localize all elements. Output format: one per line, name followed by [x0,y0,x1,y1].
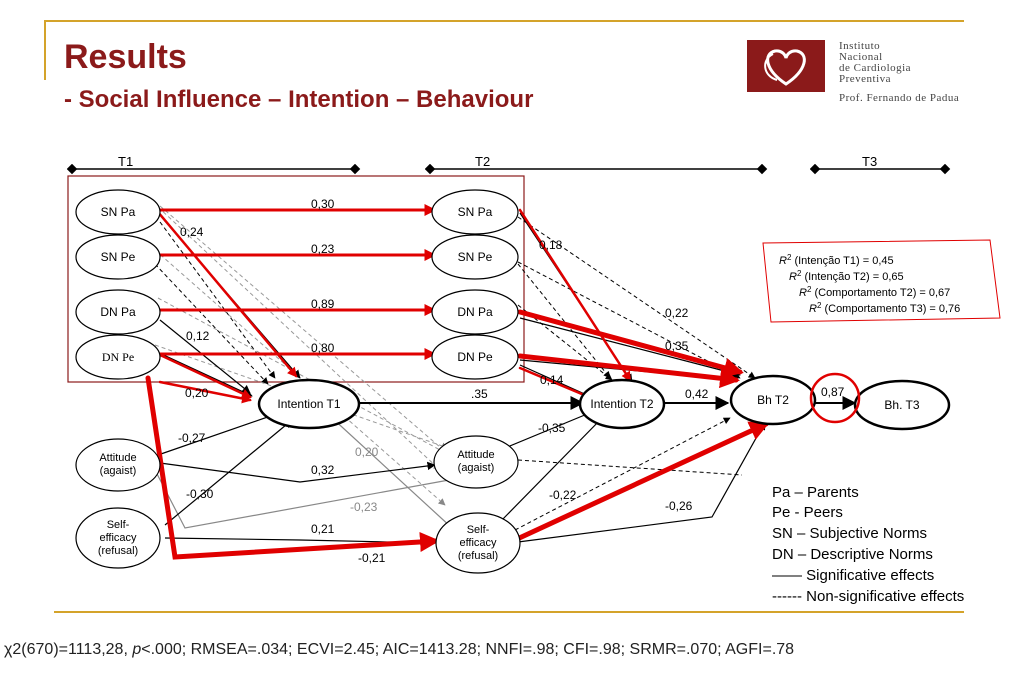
coef-012: 0,12 [186,329,210,343]
r2-line-2: R2 (Intenção T2) = 0,65 [789,269,904,283]
label-dn-pa-t2: DN Pa [457,305,493,319]
label-intention-t2: Intention T2 [590,397,653,411]
logo-line-4: Preventiva [839,73,892,85]
coef-021: 0,21 [311,522,335,536]
coef-024: 0,24 [180,225,204,239]
r-squared-box: R2 (Intenção T1) = 0,45 R2 (Intenção T2)… [762,239,1001,323]
heart-logo-icon [747,40,825,92]
path-diagram: T1 T2 T3 [66,154,1001,574]
page-subtitle: - Social Influence – Intention – Behavio… [64,86,534,113]
label-attitude-t2: Attitude(agaist) [457,449,494,474]
logo-line-1: Instituto [839,40,881,52]
node-sn-pe-t1 [75,234,161,280]
coef-022: 0,22 [665,306,689,320]
coef-089: 0,89 [311,297,335,311]
fit-stat-rest: <.000; RMSEA=.034; ECVI=2.45; AIC=1413.2… [141,641,795,658]
legend-subjective-norms: SN – Subjective Norms [772,525,928,542]
coef-032: 0,32 [311,463,335,477]
coef-035: 0,35 [665,339,689,353]
label-intention-t1: Intention T1 [277,397,340,411]
node-dn-pa-t1 [75,289,161,335]
legend-parents: Pa – Parents [772,484,859,501]
coef-m035: -0,35 [538,421,566,435]
r2-line-1: R2 (Intenção T1) = 0,45 [779,253,894,267]
coef-020a: 0,20 [185,386,209,400]
node-dn-pe-t1 [75,334,161,380]
node-sn-pa-t1 [75,189,161,235]
coef-m022: -0,22 [549,488,577,502]
institute-logo: Instituto Nacional de Cardiologia Preven… [747,40,1017,110]
label-sn-pe-t2: SN Pe [458,250,493,264]
coef-m030: -0,30 [186,487,214,501]
multiline-labels: Attitude(agaist) Self-efficacy(refusal) … [98,449,498,562]
node-labels: SN Pa SN Pe DN Pa DN Pe SN Pa SN Pe DN P… [100,205,920,412]
node-bh-t2 [729,374,817,426]
coef-018: 0,18 [539,238,563,252]
legend-non-significative: ------ Non-significative effects [772,588,965,605]
highlight-paths [145,204,770,560]
fit-stat-p: p [132,641,142,658]
label-selfeff-t2: Self-efficacy(refusal) [458,524,498,562]
coef-080: 0,80 [311,341,335,355]
node-selfeff-t2 [435,512,521,574]
nodes [75,189,521,574]
coef-087: 0,87 [821,385,845,399]
node-sn-pe-t2 [431,234,519,280]
coef-m027: -0,27 [178,431,206,445]
fit-stat-chi: χ2(670)=1113,28, [4,641,133,658]
coef-020b: 0,20 [355,445,379,459]
logo-line-2: Nacional [839,51,883,63]
legend-significative: —— Significative effects [772,567,935,584]
node-intention-t2 [578,378,666,430]
timeline: T1 T2 T3 [66,154,951,175]
page-title: Results [64,38,187,76]
node-dn-pe-t2 [431,334,519,380]
label-dn-pe-t2: DN Pe [457,350,493,364]
label-sn-pa-t2: SN Pa [458,205,493,219]
coef-030: 0,30 [311,197,335,211]
coef-042: 0,42 [685,387,709,401]
highlight-circle-087 [809,372,861,424]
coef-m026: -0,26 [665,499,693,513]
legend-descriptive-norms: DN – Descriptive Norms [772,546,933,563]
coefficient-labels: 0,30 0,24 0,23 0,18 0,89 0,12 0,80 0,20 … [178,197,845,565]
label-selfeff-t1: Self-efficacy(refusal) [98,519,138,557]
timeline-label-t2: T2 [475,154,490,169]
node-intention-t1 [257,378,361,430]
r2-line-4: R2 (Comportamento T3) = 0,76 [809,301,960,315]
left-rule [44,20,46,80]
node-attitude-t1 [75,438,161,492]
coef-035-intention: .35 [471,387,488,401]
label-bh-t3: Bh. T3 [884,398,919,412]
r2-line-3: R2 (Comportamento T2) = 0,67 [799,285,950,299]
legend-peers: Pe - Peers [772,504,843,521]
coef-m021: -0,21 [358,551,386,565]
top-rule [44,20,964,22]
label-dn-pa-t1: DN Pa [100,305,136,319]
node-attitude-t2 [433,435,519,489]
key-nodes [257,374,951,431]
node-dn-pa-t2 [431,289,519,335]
coef-023: 0,23 [311,242,335,256]
fit-statistics: χ2(670)=1113,28, p<.000; RMSEA=.034; ECV… [4,641,1023,659]
label-bh-t2: Bh T2 [757,393,789,407]
logo-line-3: de Cardiologia [839,62,912,74]
timeline-label-t1: T1 [118,154,133,169]
node-bh-t3 [853,379,951,431]
label-sn-pe-t1: SN Pe [101,250,136,264]
coef-014: 0,14 [540,373,564,387]
label-dn-pe-t1: DN Pe [102,350,134,364]
label-attitude-t1: Attitude(agaist) [99,452,136,477]
label-sn-pa-t1: SN Pa [101,205,136,219]
node-sn-pa-t2 [431,189,519,235]
node-selfeff-t1 [75,507,161,569]
bottom-rule [54,611,964,613]
timeline-label-t3: T3 [862,154,877,169]
coef-m023: -0,23 [350,500,378,514]
logo-name: Prof. Fernando de Padua [839,92,960,104]
